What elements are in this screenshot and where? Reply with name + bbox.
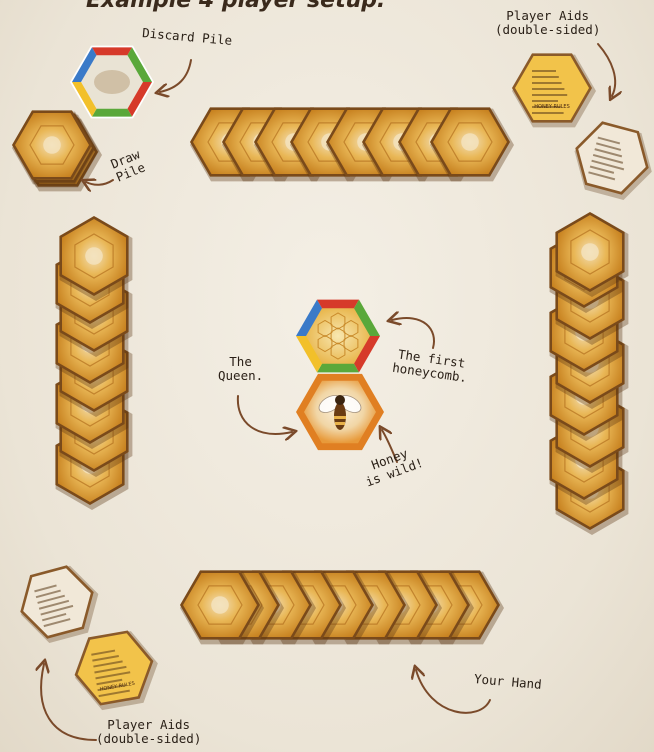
queen-arrow-icon — [238, 396, 292, 434]
tiles-layer: HONEY RULES HONEY RULES — [12, 46, 654, 714]
aid-card-heading: HONEY RULES — [534, 104, 570, 110]
discard-arrow-icon — [160, 60, 191, 92]
player-aid-white-top — [566, 116, 654, 205]
first-honeycomb-tile — [296, 300, 380, 373]
player-aids-top-arrow-icon — [598, 44, 615, 96]
queen-tile — [296, 374, 384, 450]
player-aid-yellow-bottom: HONEY RULES — [69, 626, 165, 713]
player-aids-top-label: Player Aids (double-sided) — [495, 9, 600, 37]
the-queen-label: The Queen. — [218, 355, 263, 383]
player-aid-white-bottom — [12, 559, 108, 648]
draw-arrow-icon — [86, 180, 113, 185]
player-aid-yellow-top: HONEY RULES — [512, 53, 596, 127]
player-aids-bottom-label: Player Aids (double-sided) — [96, 718, 201, 746]
first-honeycomb-arrow-icon — [392, 318, 434, 348]
discard-pile-tile — [70, 46, 154, 119]
